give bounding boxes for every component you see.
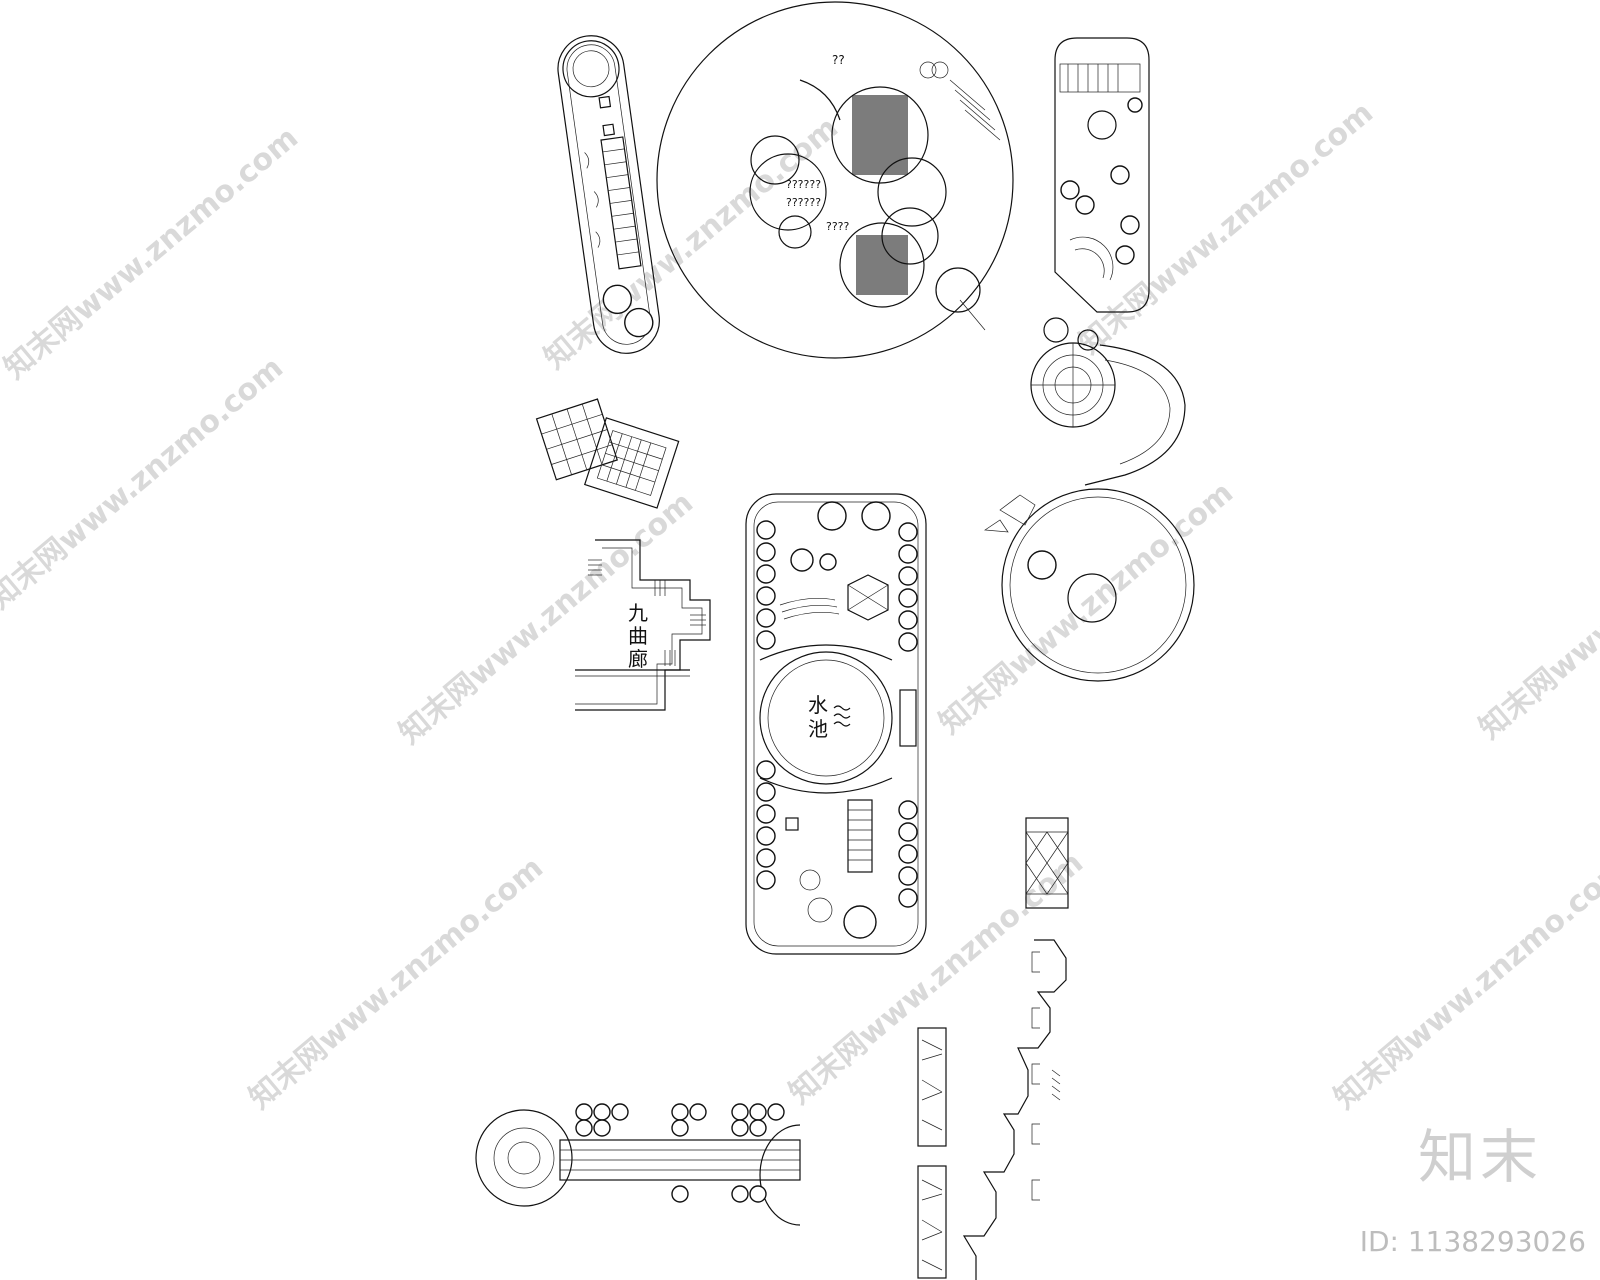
question-marks-a: ?? [832,53,845,67]
watermark-text: 知末网www.znzmo.com [0,120,305,386]
corridor-label-2: 曲 [628,624,648,648]
watermark-text: 知末网www.znzmo.com [1073,95,1380,361]
corridor-label-1: 九 [628,601,648,625]
watermark-text: 知末网www.znzmo.com [538,110,845,376]
watermark-text: 知末网www.znzmo.com [1473,480,1600,746]
pond-label-1: 水 [808,693,828,717]
watermark-text: 知末网www.znzmo.com [0,350,290,616]
tree-promenade-plan [475,1103,801,1226]
grid-patio-plan [535,398,680,509]
watermark-text: 知末网www.znzmo.com [783,845,1090,1111]
pond-garden-trees [756,501,918,939]
pond-label-2: 池 [808,717,828,741]
watermark-text: 知末网www.znzmo.com [393,485,700,751]
promenade-trees [575,1103,785,1203]
corridor-steps [588,559,706,666]
question-marks-c: ?????? [786,196,821,209]
watermark-text: 知末网www.znzmo.com [933,475,1240,741]
pond-garden-plan: 水 池 [745,493,927,955]
stepped-planter-plan [962,939,1067,1280]
narrow-strip-plans [917,1027,947,1279]
watermark-text: 知末网www.znzmo.com [1328,850,1600,1116]
nine-turn-corridor-plan: 九 曲 廊 [575,539,711,711]
tall-rounded-plan [1054,37,1150,313]
ladder-bridge-plan [1025,817,1069,909]
diagonal-capsule-plan [557,35,660,354]
watermark-text: 知末网www.znzmo.com [243,850,550,1116]
large-circle-plan: ?? ?????? ?????? ???? [656,1,1014,359]
brand-id-text: ID: 1138293026 [1359,1225,1586,1258]
question-marks-b: ?????? [786,178,821,191]
corridor-label-3: 廊 [628,647,648,671]
watermark-layer: 知末网www.znzmo.com 知末网www.znzmo.com 知末网www… [0,95,1600,1116]
brand-logo: 知末 [1417,1123,1542,1191]
question-marks-d: ???? [826,220,850,233]
circular-pavilion-plan [983,317,1195,682]
